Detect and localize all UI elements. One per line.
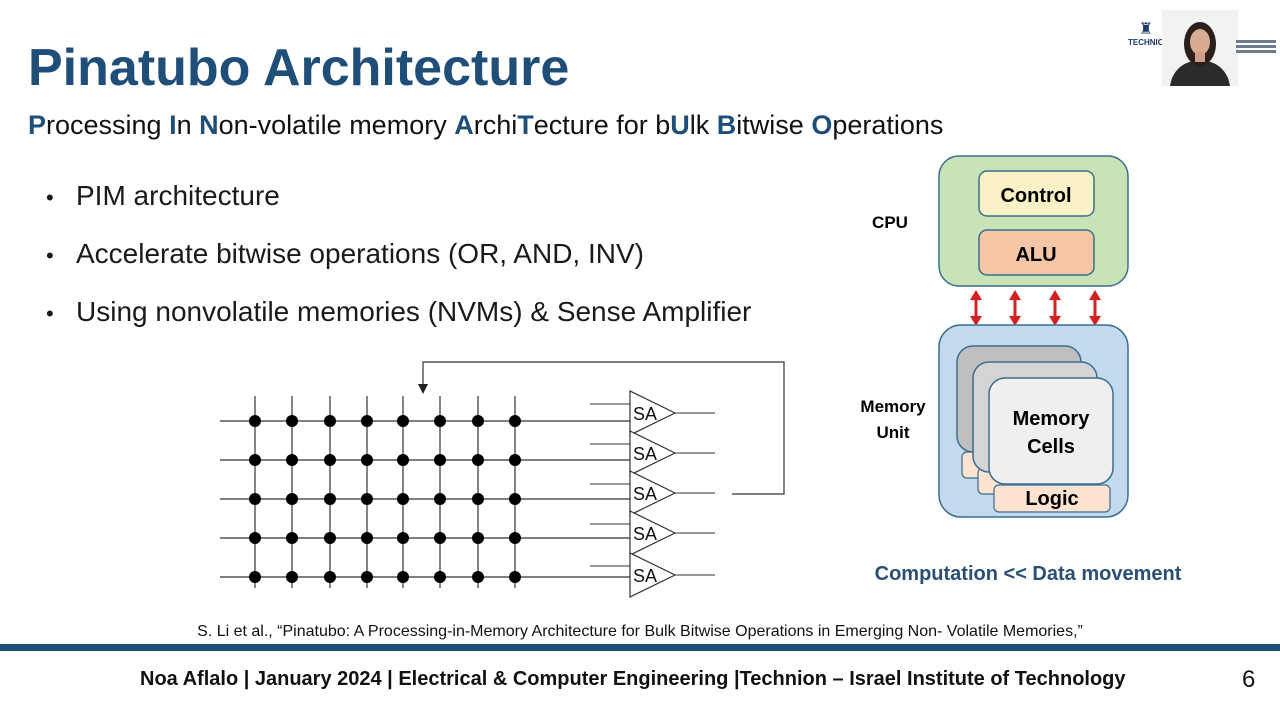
crossbar-cell xyxy=(472,454,484,466)
crossbar-cell xyxy=(434,415,446,427)
crossbar-cell xyxy=(472,415,484,427)
crossbar-cell xyxy=(249,454,261,466)
crossbar-cell xyxy=(286,571,298,583)
sense-amplifier-label: SA xyxy=(633,404,657,424)
crossbar-cell xyxy=(397,571,409,583)
feedback-path xyxy=(418,361,785,495)
sense-amplifier-label: SA xyxy=(633,484,657,504)
bullet-item: •Using nonvolatile memories (NVMs) & Sen… xyxy=(46,296,752,327)
bidirectional-arrow-icon xyxy=(970,290,982,326)
bidirectional-arrow-icon xyxy=(1009,290,1021,326)
svg-text:Unit: Unit xyxy=(876,423,909,442)
bullet-item: •Accelerate bitwise operations (OR, AND,… xyxy=(46,238,644,269)
sense-amplifier-label: SA xyxy=(633,524,657,544)
crossbar-cell xyxy=(397,493,409,505)
department-logo xyxy=(1236,40,1276,54)
cpu-memory-bus xyxy=(970,290,1101,326)
technion-logo: ♜ TECHNION xyxy=(1128,21,1170,48)
crossbar-cell xyxy=(434,571,446,583)
bullet-list: •PIM architecture •Accelerate bitwise op… xyxy=(46,180,751,354)
crossbar-array xyxy=(220,396,630,588)
crossbar-cell xyxy=(361,415,373,427)
crossbar-cell xyxy=(509,454,521,466)
crossbar-cell xyxy=(324,454,336,466)
crossbar-cell xyxy=(472,571,484,583)
logic-label: Logic xyxy=(1025,488,1078,510)
slide-subtitle: Processing In Non-volatile memory ArchiT… xyxy=(28,110,944,140)
memory-unit-block: Memory Cells Logic xyxy=(938,324,1129,518)
control-label: Control xyxy=(1000,185,1071,207)
crossbar-cell xyxy=(509,493,521,505)
memory-unit-label: Memory xyxy=(860,397,926,416)
footer-bar xyxy=(0,644,1280,651)
page-number: 6 xyxy=(1242,666,1256,693)
cpu-block: Control ALU xyxy=(938,155,1129,287)
footer-text: Noa Aflalo | January 2024 | Electrical &… xyxy=(140,668,1126,690)
sense-amplifier xyxy=(629,430,677,476)
crossbar-cell xyxy=(286,532,298,544)
crossbar-cell xyxy=(509,571,521,583)
bullet-item: •PIM architecture xyxy=(46,180,280,211)
crossbar-cell xyxy=(397,454,409,466)
crossbar-cell xyxy=(249,415,261,427)
memory-cells-box xyxy=(988,377,1114,485)
bidirectional-arrow-icon xyxy=(1049,290,1061,326)
sense-amplifier xyxy=(629,552,677,598)
sense-amplifier-column: SA SA SA SA SA xyxy=(590,390,715,598)
citation: S. Li et al., “Pinatubo: A Processing-in… xyxy=(197,623,1083,640)
crossbar-cell xyxy=(397,415,409,427)
memory-cells-label: Memory xyxy=(1013,408,1091,430)
crossbar-cell xyxy=(361,454,373,466)
crossbar-cell xyxy=(324,493,336,505)
crossbar-cell xyxy=(361,532,373,544)
alu-label: ALU xyxy=(1015,244,1056,266)
logic-box xyxy=(993,484,1111,513)
crossbar-cell xyxy=(324,532,336,544)
crossbar-cell xyxy=(361,493,373,505)
crossbar-cell xyxy=(324,415,336,427)
bidirectional-arrow-icon xyxy=(1089,290,1101,326)
crossbar-cell xyxy=(249,571,261,583)
crossbar-cell xyxy=(286,454,298,466)
sense-amplifier xyxy=(629,390,677,436)
crossbar-cell xyxy=(324,571,336,583)
crossbar-cell xyxy=(249,532,261,544)
crossbar-cell xyxy=(434,454,446,466)
crossbar-cell xyxy=(509,415,521,427)
crossbar-cell xyxy=(472,493,484,505)
crossbar-cell xyxy=(397,532,409,544)
cpu-label: CPU xyxy=(872,213,908,232)
feedback-arrow-icon xyxy=(418,384,428,394)
sense-amplifier xyxy=(629,470,677,516)
alu-box xyxy=(978,229,1095,276)
presenter-webcam xyxy=(1162,10,1238,86)
slide-title: Pinatubo Architecture xyxy=(28,39,570,97)
sense-amplifier xyxy=(629,510,677,556)
tagline: Computation << Data movement xyxy=(875,563,1182,585)
crossbar-cell xyxy=(361,571,373,583)
sense-amplifier-label: SA xyxy=(633,444,657,464)
control-box xyxy=(978,170,1095,217)
sense-amplifier-label: SA xyxy=(633,566,657,586)
crossbar-cell xyxy=(509,532,521,544)
crossbar-cell xyxy=(472,532,484,544)
crossbar-cell xyxy=(434,493,446,505)
crossbar-cell xyxy=(434,532,446,544)
crossbar-cell xyxy=(286,415,298,427)
crossbar-cell xyxy=(249,493,261,505)
crossbar-cell xyxy=(286,493,298,505)
svg-text:Cells: Cells xyxy=(1027,436,1075,458)
